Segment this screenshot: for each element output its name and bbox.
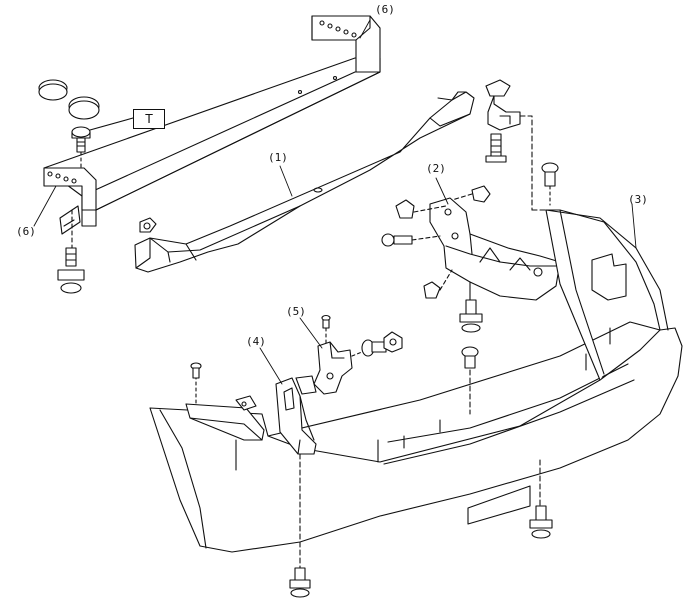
bracket-clips	[381, 185, 491, 333]
slider-bracket	[295, 314, 403, 395]
bottom-clip	[289, 567, 311, 598]
left-side-bracket	[185, 362, 317, 569]
frame-lower-bolt	[57, 247, 85, 294]
upper-right-fastener	[485, 79, 547, 211]
callout-1: (1)	[268, 151, 288, 164]
callout-2: (2)	[426, 162, 446, 175]
side-bracket	[429, 197, 561, 301]
bumper-center-bolt	[461, 346, 479, 369]
torque-tag: T	[133, 109, 165, 129]
callout-6-top: (6)	[375, 3, 395, 16]
rear-frame-rail	[43, 15, 381, 249]
callout-6-left: (6)	[16, 225, 36, 238]
bumper-beam	[134, 91, 475, 273]
callout-3: (3)	[628, 193, 648, 206]
bumper-face	[149, 209, 683, 553]
frame-bolt	[71, 117, 134, 169]
callout-5: (5)	[286, 305, 306, 318]
leader-lines	[33, 19, 637, 385]
plug-caps	[38, 79, 100, 120]
lower-right-bolt	[529, 505, 553, 539]
callout-4: (4)	[246, 335, 266, 348]
bumper-top-bolt	[541, 162, 559, 206]
